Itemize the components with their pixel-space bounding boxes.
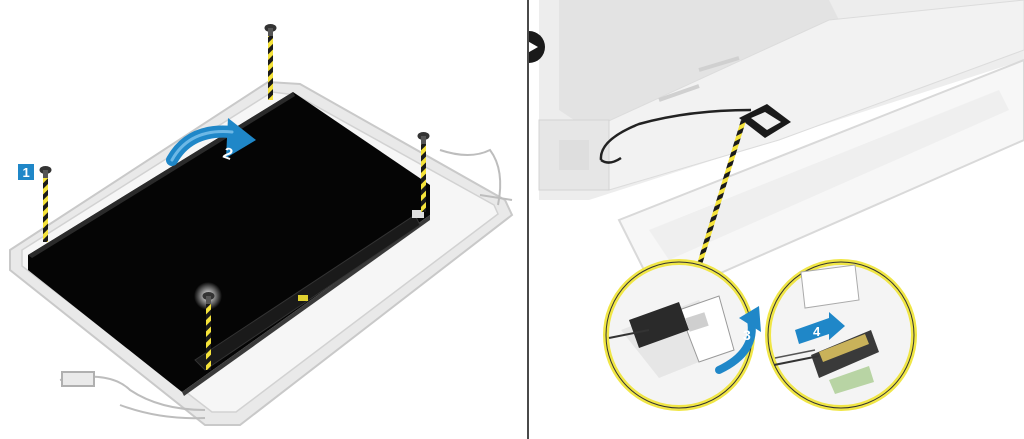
- screw-guide-bottom: [194, 282, 222, 370]
- panel-divider: [527, 0, 529, 439]
- screw-guide-top: [264, 24, 277, 100]
- cable-bundle: [59, 148, 513, 420]
- play-arrow-icon: [529, 31, 545, 63]
- step-4-label: 4: [813, 324, 821, 339]
- cable-disconnect-illustration: 3 4: [529, 0, 1024, 411]
- bracket: [412, 210, 424, 218]
- display-connector: [599, 104, 791, 164]
- step-1-badge: 1: [18, 164, 34, 180]
- step-3-label: 3: [743, 327, 751, 343]
- callout-step-4: 4: [765, 259, 917, 411]
- connector-tab: [298, 295, 308, 301]
- right-illustration: 3 4: [529, 0, 1024, 439]
- left-illustration: 2 1: [9, 24, 514, 426]
- faded-assembly: [538, 0, 1024, 302]
- display-panel-illustration: 2 1: [9, 24, 514, 426]
- straight-arrow-icon: [795, 312, 845, 344]
- screw-guide-left: [39, 166, 52, 242]
- callout-guide: [695, 120, 746, 270]
- screw-guide-right: [417, 132, 430, 212]
- curved-arrow-icon: [166, 118, 256, 166]
- callout-step-3: 3: [603, 259, 761, 411]
- step-1-label: 1: [23, 165, 30, 180]
